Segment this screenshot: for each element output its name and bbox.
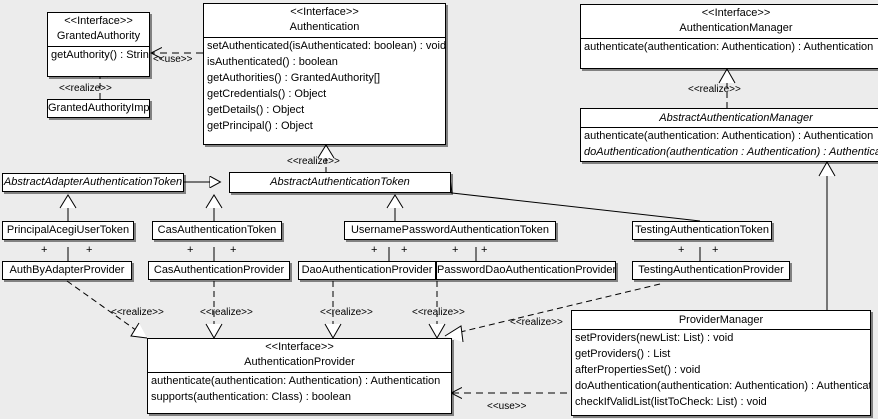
assoc-marker-plus: + <box>41 244 48 256</box>
operation: getCredentials() : Object <box>207 88 327 100</box>
class-password-dao-authentication-provider[interactable]: PasswordDaoAuthenticationProvider <box>436 261 616 280</box>
class-name: AbstractAuthenticationManager <box>659 112 813 124</box>
operation: setAuthenticated(isAuthenticated: boolea… <box>207 40 445 52</box>
class-stereotype: <<Interface>> <box>265 341 334 353</box>
edge-label-realize-abstract-authentication-token: <<realize>> <box>287 156 340 167</box>
class-name: Authentication <box>289 21 360 33</box>
class-granted-authority[interactable]: <<Interface>> GrantedAuthority getAuthor… <box>47 12 150 77</box>
class-dao-authentication-provider[interactable]: DaoAuthenticationProvider <box>298 261 436 280</box>
assoc-marker-plus: + <box>230 244 237 256</box>
operation: doAuthentication(authentication: Authent… <box>575 380 870 392</box>
edge-principalacegiusertoken-extends-abstractadapter <box>59 194 77 221</box>
operations-compartment: getAuthority() : String <box>48 47 149 63</box>
edge-label-realize-password-dao-authentication-provider: <<realize>> <box>412 307 465 318</box>
class-authentication-provider[interactable]: <<Interface>> AuthenticationProvider aut… <box>147 338 452 414</box>
assoc-marker-plus: + <box>187 244 194 256</box>
operation: isAuthenticated() : boolean <box>207 56 338 68</box>
class-name: AuthenticationManager <box>679 22 793 34</box>
assoc-marker-plus: + <box>401 244 408 256</box>
operation: checkIfValidList(listToCheck: List) : vo… <box>575 396 767 408</box>
operation: setProviders(newList: List) : void <box>575 332 734 344</box>
class-header: <<Interface>> AuthenticationManager <box>581 5 878 38</box>
class-provider-manager[interactable]: ProviderManager setProviders(newList: Li… <box>571 310 871 416</box>
operation: getAuthorities() : GrantedAuthority[] <box>207 72 381 84</box>
class-name: AuthenticationProvider <box>244 356 355 368</box>
class-authentication-manager[interactable]: <<Interface>> AuthenticationManager auth… <box>580 4 878 69</box>
edge-label-realize-cas-authentication-provider: <<realize>> <box>200 307 253 318</box>
class-header: <<Interface>> AuthenticationProvider <box>148 339 451 372</box>
assoc-marker-plus: + <box>452 244 459 256</box>
class-testing-authentication-token[interactable]: TestingAuthenticationToken <box>632 221 772 240</box>
class-stereotype: <<Interface>> <box>64 15 133 27</box>
operation: authenticate(authentication: Authenticat… <box>151 375 441 387</box>
class-principal-acegi-user-token[interactable]: PrincipalAcegiUserToken <box>2 221 134 240</box>
edge-label-realize-testing-authentication-provider: <<realize>> <box>510 317 563 328</box>
class-name: ProviderManager <box>678 314 764 326</box>
class-stereotype: <<Interface>> <box>290 6 359 18</box>
edge-label-realize-abstract-authentication-manager: <<realize>> <box>688 84 741 95</box>
operation: afterPropertiesSet() : void <box>575 364 701 376</box>
assoc-marker-plus: + <box>86 244 93 256</box>
operation: getAuthority() : String <box>51 49 149 61</box>
class-abstract-authentication-manager[interactable]: AbstractAuthenticationManager authentica… <box>580 108 878 162</box>
operations-compartment: setProviders(newList: List) : void getPr… <box>572 330 870 410</box>
class-testing-authentication-provider[interactable]: TestingAuthenticationProvider <box>632 261 790 280</box>
class-header: <<Interface>> GrantedAuthority <box>48 13 149 46</box>
class-abstract-authentication-token[interactable]: AbstractAuthenticationToken <box>229 172 451 193</box>
operation: authenticate(authentication: Authenticat… <box>584 130 874 142</box>
edge-label-use-granted-authority: <<use>> <box>153 54 193 65</box>
edge-usernamepasswordtoken-extends-abstractauthenticationtoken <box>386 194 404 221</box>
operation: getProviders() : List <box>575 348 671 360</box>
class-granted-authority-impl[interactable]: GrantedAuthorityImpl <box>47 99 150 118</box>
class-cas-authentication-provider[interactable]: CasAuthenticationProvider <box>148 261 290 280</box>
class-name: GrantedAuthority <box>56 30 141 42</box>
compartment-divider <box>572 329 870 330</box>
class-abstract-adapter-authentication-token[interactable]: AbstractAdapterAuthenticationToken <box>2 173 184 192</box>
class-auth-by-adapter-provider[interactable]: AuthByAdapterProvider <box>2 261 132 280</box>
operation: authenticate(authentication: Authenticat… <box>584 41 874 53</box>
edge-label-realize-dao-authentication-provider: <<realize>> <box>320 307 373 318</box>
class-cas-authentication-token[interactable]: CasAuthenticationToken <box>152 221 282 240</box>
edge-providermanager-extends-abstractauthenticationmanager <box>818 160 836 310</box>
operations-compartment: authenticate(authentication: Authenticat… <box>581 128 878 160</box>
class-header: ProviderManager <box>572 311 870 329</box>
assoc-marker-plus: + <box>678 244 685 256</box>
operation: getDetails() : Object <box>207 104 305 116</box>
class-username-password-authentication-token[interactable]: UsernamePasswordAuthenticationToken <box>344 221 556 240</box>
edge-label-realize-auth-by-adapter-provider: <<realize>> <box>111 307 164 318</box>
edge-label-realize-granted-authority-impl: <<realize>> <box>59 83 112 94</box>
edge-label-use-provider-manager: <<use>> <box>487 401 527 412</box>
edge-casauthenticationtoken-extends-abstractauthenticationtoken <box>205 194 223 221</box>
compartment-divider <box>48 46 149 47</box>
compartment-divider <box>148 372 451 373</box>
assoc-marker-plus: + <box>481 244 488 256</box>
edge-testingauthenticationtoken-extends-abstractauthenticationtoken <box>436 177 701 222</box>
class-authentication[interactable]: <<Interface>> Authentication setAuthenti… <box>203 3 446 145</box>
operations-compartment: authenticate(authentication: Authenticat… <box>148 373 451 405</box>
operation: getPrincipal() : Object <box>207 120 313 132</box>
assoc-marker-plus: + <box>371 244 378 256</box>
class-stereotype: <<Interface>> <box>701 7 771 19</box>
operation: doAuthentication(authentication : Authen… <box>584 146 878 158</box>
operations-compartment: authenticate(authentication: Authenticat… <box>581 39 878 55</box>
assoc-marker-plus: + <box>712 244 719 256</box>
compartment-divider <box>581 127 878 128</box>
compartment-divider <box>204 37 445 38</box>
operation: supports(authentication: Class) : boolea… <box>151 391 351 403</box>
operations-compartment: setAuthenticated(isAuthenticated: boolea… <box>204 38 445 134</box>
compartment-divider <box>581 38 878 39</box>
class-header: <<Interface>> Authentication <box>204 4 445 37</box>
class-header: AbstractAuthenticationManager <box>581 109 878 127</box>
